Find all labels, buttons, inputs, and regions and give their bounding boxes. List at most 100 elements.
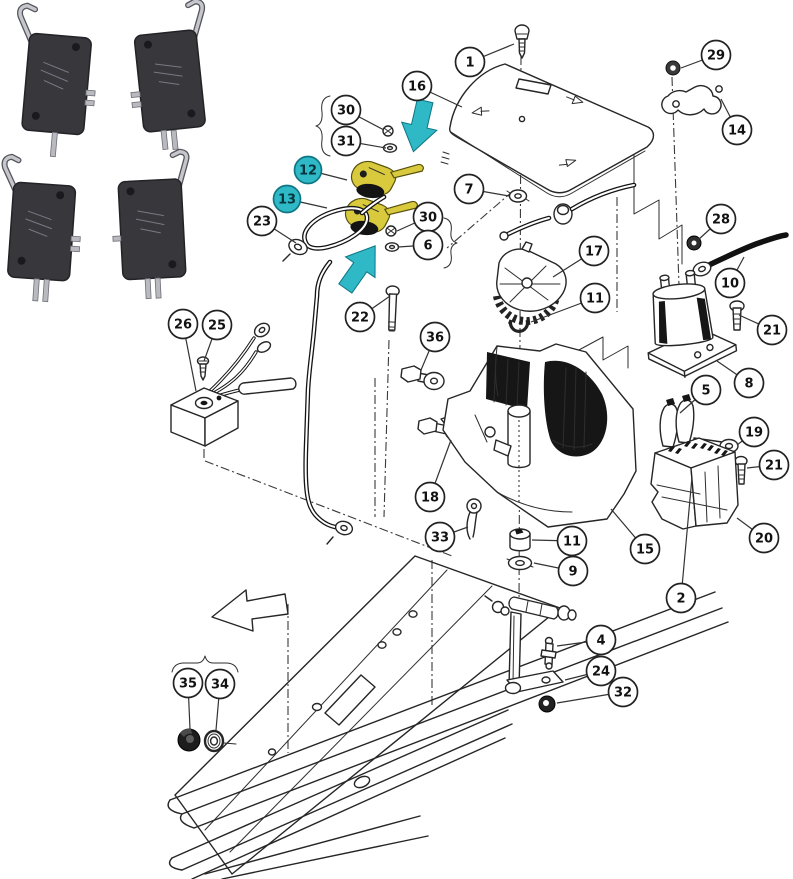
microswitch-photo	[130, 0, 206, 151]
svg-text:30: 30	[337, 104, 355, 119]
callout-13: 13	[272, 184, 328, 214]
svg-text:4: 4	[596, 634, 605, 649]
part-washer-6	[384, 242, 400, 252]
svg-text:17: 17	[585, 245, 603, 260]
part-wire-loop-23	[282, 194, 387, 262]
callout-6: 6	[397, 229, 444, 261]
part-screw-1	[514, 24, 530, 59]
part-pedal-rod	[484, 595, 577, 695]
microswitch-photo	[17, 2, 96, 158]
part-bolt-21-lower	[734, 455, 748, 485]
callout-19: 19	[736, 416, 770, 448]
svg-text:21: 21	[763, 324, 781, 339]
svg-text:13: 13	[278, 193, 296, 208]
svg-text:36: 36	[426, 331, 444, 346]
direction-arrow-left	[211, 589, 289, 632]
part-bolt-36	[400, 365, 445, 391]
brace-35-34	[171, 655, 239, 673]
callout-33: 33	[424, 521, 469, 553]
svg-text:34: 34	[211, 678, 229, 693]
callout-5: 5	[679, 374, 722, 414]
part-retainer-clip-11	[508, 319, 530, 333]
svg-text:32: 32	[614, 686, 632, 701]
callout-22: 22	[344, 295, 391, 333]
callout-24: 24	[564, 655, 617, 687]
part-cotter-pin-33	[466, 498, 482, 540]
callout-14: 14	[720, 98, 753, 146]
svg-text:21: 21	[765, 459, 783, 474]
part-solenoid-8	[647, 269, 738, 378]
svg-text:12: 12	[299, 164, 317, 179]
callout-11: 11	[530, 282, 611, 323]
svg-text:15: 15	[636, 543, 654, 558]
callout-8: 8	[716, 360, 765, 399]
part-bracket-14	[661, 84, 723, 116]
part-screw-25	[196, 356, 210, 381]
callout-16: 16	[401, 70, 463, 108]
svg-text:24: 24	[592, 665, 610, 680]
callout-23: 23	[246, 205, 297, 244]
callout-20: 20	[736, 517, 780, 554]
part-box-15	[442, 343, 637, 528]
svg-text:26: 26	[174, 318, 192, 333]
callout-18: 18	[414, 439, 452, 513]
svg-text:20: 20	[755, 532, 773, 547]
svg-text:14: 14	[728, 124, 746, 139]
part-washer-9	[506, 555, 534, 571]
part-contact-blades-5	[659, 394, 695, 448]
callout-1: 1	[454, 43, 515, 78]
part-microswitch-12	[348, 155, 425, 205]
callout-17: 17	[552, 235, 610, 278]
part-nut-30-upper	[382, 125, 394, 137]
svg-text:22: 22	[351, 311, 369, 326]
svg-text:5: 5	[701, 384, 710, 399]
part-nut-35	[177, 728, 201, 752]
svg-text:10: 10	[721, 277, 739, 292]
callout-35: 35	[172, 667, 204, 730]
callout-21: 21	[738, 314, 788, 346]
part-bolt-21-upper	[729, 300, 745, 331]
callout-28: 28	[697, 203, 737, 241]
brace-30-31	[315, 95, 331, 157]
callout-36: 36	[419, 321, 451, 371]
highlight-arrow-up	[338, 245, 376, 294]
frame-rail-lower	[168, 709, 513, 879]
callout-leader	[680, 476, 693, 599]
svg-text:19: 19	[745, 426, 763, 441]
part-washer-34	[203, 729, 237, 753]
part-bolt-22	[385, 285, 400, 332]
photo-microswitches	[1, 0, 206, 303]
callout-29: 29	[680, 39, 732, 71]
microswitch-photo	[112, 148, 190, 300]
callout-11: 11	[531, 525, 588, 557]
svg-text:1: 1	[465, 56, 474, 71]
part-nut-32	[538, 695, 556, 713]
svg-text:35: 35	[179, 677, 197, 692]
cover-arrow-glyphs	[471, 95, 584, 168]
part-stud-4	[540, 636, 557, 670]
part-nut-28	[686, 235, 702, 251]
part-cable-grommet	[499, 182, 637, 241]
highlight-arrow-down	[400, 98, 438, 153]
frame-rails	[167, 555, 729, 879]
svg-text:28: 28	[712, 213, 730, 228]
callout-4: 4	[556, 624, 617, 656]
svg-text:33: 33	[431, 531, 449, 546]
svg-text:30: 30	[419, 211, 437, 226]
callout-9: 9	[533, 555, 589, 587]
callout-25: 25	[201, 309, 233, 362]
callout-12: 12	[293, 155, 348, 185]
part-nut-30-lower	[385, 225, 397, 237]
microswitch-photo	[1, 153, 81, 303]
callout-15: 15	[610, 508, 661, 565]
svg-text:31: 31	[337, 135, 355, 150]
callout-30: 30	[330, 94, 385, 131]
part-washer-7	[506, 189, 530, 203]
callout-31: 31	[330, 125, 387, 157]
part-wire-harness	[208, 259, 354, 545]
svg-text:16: 16	[408, 80, 426, 95]
callout-10: 10	[714, 256, 746, 299]
